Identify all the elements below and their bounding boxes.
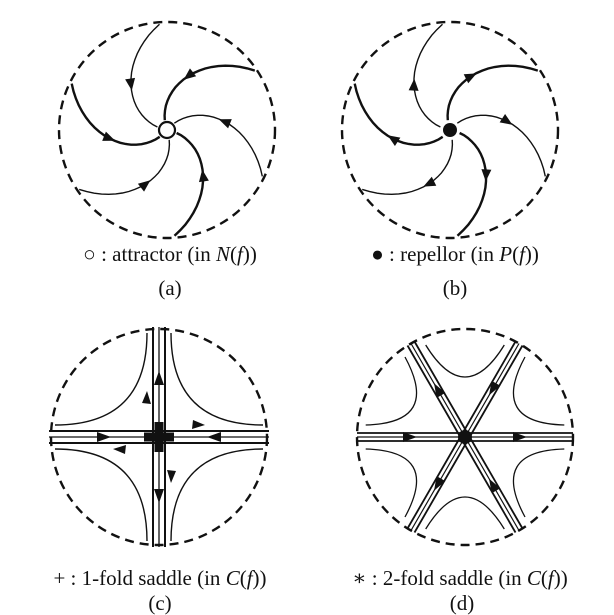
arrow-mark xyxy=(408,78,419,91)
arrow-mark xyxy=(218,119,232,129)
trajectory xyxy=(170,332,264,426)
boundary-circle xyxy=(57,20,277,240)
arrow-mark xyxy=(434,383,446,398)
arrow-mark xyxy=(463,73,477,84)
trajectory xyxy=(425,344,505,378)
saddle-2-symbol: ∗ xyxy=(352,566,367,590)
arrow-mark xyxy=(167,470,176,483)
separatrix-line xyxy=(460,438,517,533)
trajectory xyxy=(70,83,161,146)
trajectory xyxy=(413,23,443,128)
trajectory xyxy=(365,356,418,426)
boundary-circle xyxy=(340,20,560,240)
attractor-point xyxy=(157,120,177,140)
separatrix-line xyxy=(413,341,470,436)
trajectory xyxy=(362,139,454,196)
arrow-mark xyxy=(489,478,501,494)
arrow-mark xyxy=(192,420,205,429)
repellor-symbol: ● xyxy=(371,242,384,266)
trajectory xyxy=(446,64,539,121)
arrow-mark xyxy=(423,176,437,187)
arrow-mark xyxy=(125,77,136,91)
arrow-mark xyxy=(113,445,126,454)
trajectory xyxy=(54,332,148,426)
separatrix-line xyxy=(467,345,524,440)
spiral-trajectories xyxy=(353,23,546,237)
arrow-mark xyxy=(434,476,446,491)
trajectory xyxy=(512,356,565,426)
trajectory xyxy=(425,496,505,530)
panel-label-d: (d) xyxy=(449,591,475,615)
trajectory xyxy=(456,114,546,177)
trajectory xyxy=(163,64,256,121)
caption-d: ∗ : 2-fold saddle (in C(f)) xyxy=(352,566,568,590)
trajectory xyxy=(173,131,205,237)
trajectory xyxy=(170,448,264,542)
saddle-point xyxy=(458,430,472,444)
arrow-mark xyxy=(499,114,513,125)
separatrix-line xyxy=(460,341,517,436)
trajectory xyxy=(512,448,565,518)
separatrix-line xyxy=(467,434,524,529)
panel-a-diagram xyxy=(57,20,277,240)
arrow-mark xyxy=(97,432,111,442)
arrow-mark xyxy=(154,371,164,385)
spiral-trajectories xyxy=(70,23,263,237)
arrow-mark xyxy=(102,131,116,141)
arrow-mark xyxy=(489,380,501,396)
panel-label-b: (b) xyxy=(442,276,468,300)
caption-a: ○ : attractor (in N(f)) xyxy=(83,242,257,266)
arrow-mark xyxy=(207,432,221,442)
trajectory xyxy=(365,448,418,518)
trajectory xyxy=(79,139,171,196)
arrow-mark xyxy=(403,432,417,442)
arrow-mark xyxy=(513,432,527,442)
trajectory xyxy=(54,448,148,542)
trajectory xyxy=(353,83,444,146)
saddle-1-symbol: + xyxy=(53,566,66,590)
panel-label-a: (a) xyxy=(158,276,182,300)
caption-b: ● : repellor (in P(f)) xyxy=(371,242,539,266)
saddle-point xyxy=(154,422,164,452)
caption-c: + : 1-fold saddle (in C(f)) xyxy=(53,566,267,590)
separatrix-group xyxy=(357,341,573,533)
trajectory xyxy=(456,131,488,237)
separatrix-line xyxy=(406,434,463,529)
arrow-mark xyxy=(154,489,164,503)
arrow-mark xyxy=(142,391,151,404)
panel-b-diagram xyxy=(340,20,560,240)
attractor-symbol: ○ xyxy=(83,242,96,266)
trajectory xyxy=(173,114,263,177)
separatrix-line xyxy=(406,345,463,440)
panel-c-diagram xyxy=(49,327,269,547)
arrow-mark xyxy=(137,180,151,192)
separatrix-line xyxy=(413,438,470,533)
trajectory xyxy=(130,23,160,128)
arrow-mark xyxy=(183,68,197,80)
arrow-mark xyxy=(481,169,492,182)
repellor-point xyxy=(443,123,457,137)
panel-label-c: (c) xyxy=(148,591,172,615)
arrow-mark xyxy=(198,169,209,183)
panel-d-diagram xyxy=(355,327,575,547)
arrow-mark xyxy=(387,135,401,146)
